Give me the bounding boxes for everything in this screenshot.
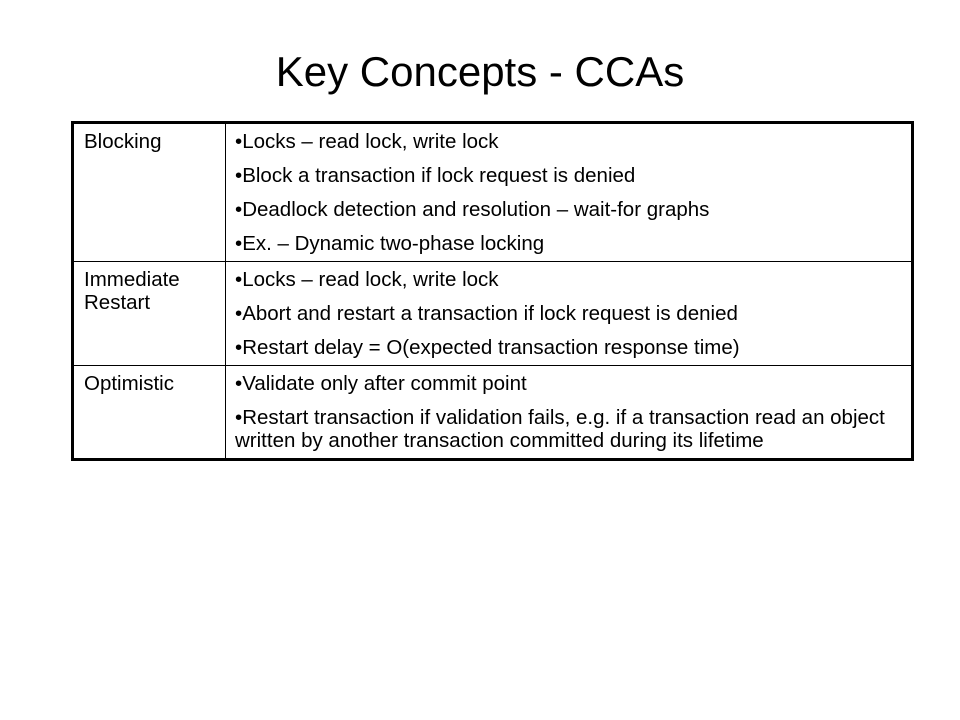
table-row-immediate-restart: Immediate Restart •Locks – read lock, wr… xyxy=(72,261,913,366)
bullet-mark: • xyxy=(235,130,243,153)
term-cell-optimistic: Optimistic xyxy=(72,365,226,460)
bullet-text: Validate only after commit point xyxy=(242,372,527,395)
bullet-text: Abort and restart a transaction if lock … xyxy=(242,302,738,325)
bullet-mark: • xyxy=(235,198,243,221)
bullet-mark: • xyxy=(235,232,243,255)
bullet-mark: • xyxy=(235,268,243,291)
term-cell-immediate-restart: Immediate Restart xyxy=(72,261,226,366)
bullet-mark: • xyxy=(235,406,243,429)
bullet-mark: • xyxy=(235,302,243,325)
slide-title: Key Concepts - CCAs xyxy=(275,48,685,95)
bullet-text: Locks – read lock, write lock xyxy=(242,130,499,153)
bullet-point: •Validate only after commit point xyxy=(235,372,905,395)
bullet-text: Ex. – Dynamic two-phase locking xyxy=(242,232,545,255)
bullet-text: Locks – read lock, write lock xyxy=(242,268,499,291)
points-cell-immediate-restart: •Locks – read lock, write lock •Abort an… xyxy=(225,261,913,366)
bullet-mark: • xyxy=(235,336,243,359)
bullet-point: •Restart transaction if validation fails… xyxy=(235,406,905,452)
bullet-point: •Abort and restart a transaction if lock… xyxy=(235,302,905,325)
bullet-point: •Restart delay = O(expected transaction … xyxy=(235,336,905,359)
bullet-text: Restart delay = O(expected transaction r… xyxy=(242,336,740,359)
bullet-point: •Ex. – Dynamic two-phase locking xyxy=(235,232,905,255)
bullet-mark: • xyxy=(235,164,243,187)
bullet-point: •Block a transaction if lock request is … xyxy=(235,164,905,187)
table-row-optimistic: Optimistic •Validate only after commit p… xyxy=(72,365,913,460)
bullet-text: Deadlock detection and resolution – wait… xyxy=(242,198,710,221)
table-row-blocking: Blocking •Locks – read lock, write lock … xyxy=(72,122,913,262)
bullet-text: Block a transaction if lock request is d… xyxy=(242,164,636,187)
bullet-point: •Locks – read lock, write lock xyxy=(235,268,905,291)
concepts-table: Blocking •Locks – read lock, write lock … xyxy=(71,121,914,461)
points-cell-optimistic: •Validate only after commit point •Resta… xyxy=(225,365,913,460)
bullet-point: •Locks – read lock, write lock xyxy=(235,130,905,153)
bullet-mark: • xyxy=(235,372,243,395)
bullet-point: •Deadlock detection and resolution – wai… xyxy=(235,198,905,221)
points-cell-blocking: •Locks – read lock, write lock •Block a … xyxy=(225,122,913,262)
term-cell-blocking: Blocking xyxy=(72,122,226,262)
bullet-text: Restart transaction if validation fails,… xyxy=(235,406,885,452)
